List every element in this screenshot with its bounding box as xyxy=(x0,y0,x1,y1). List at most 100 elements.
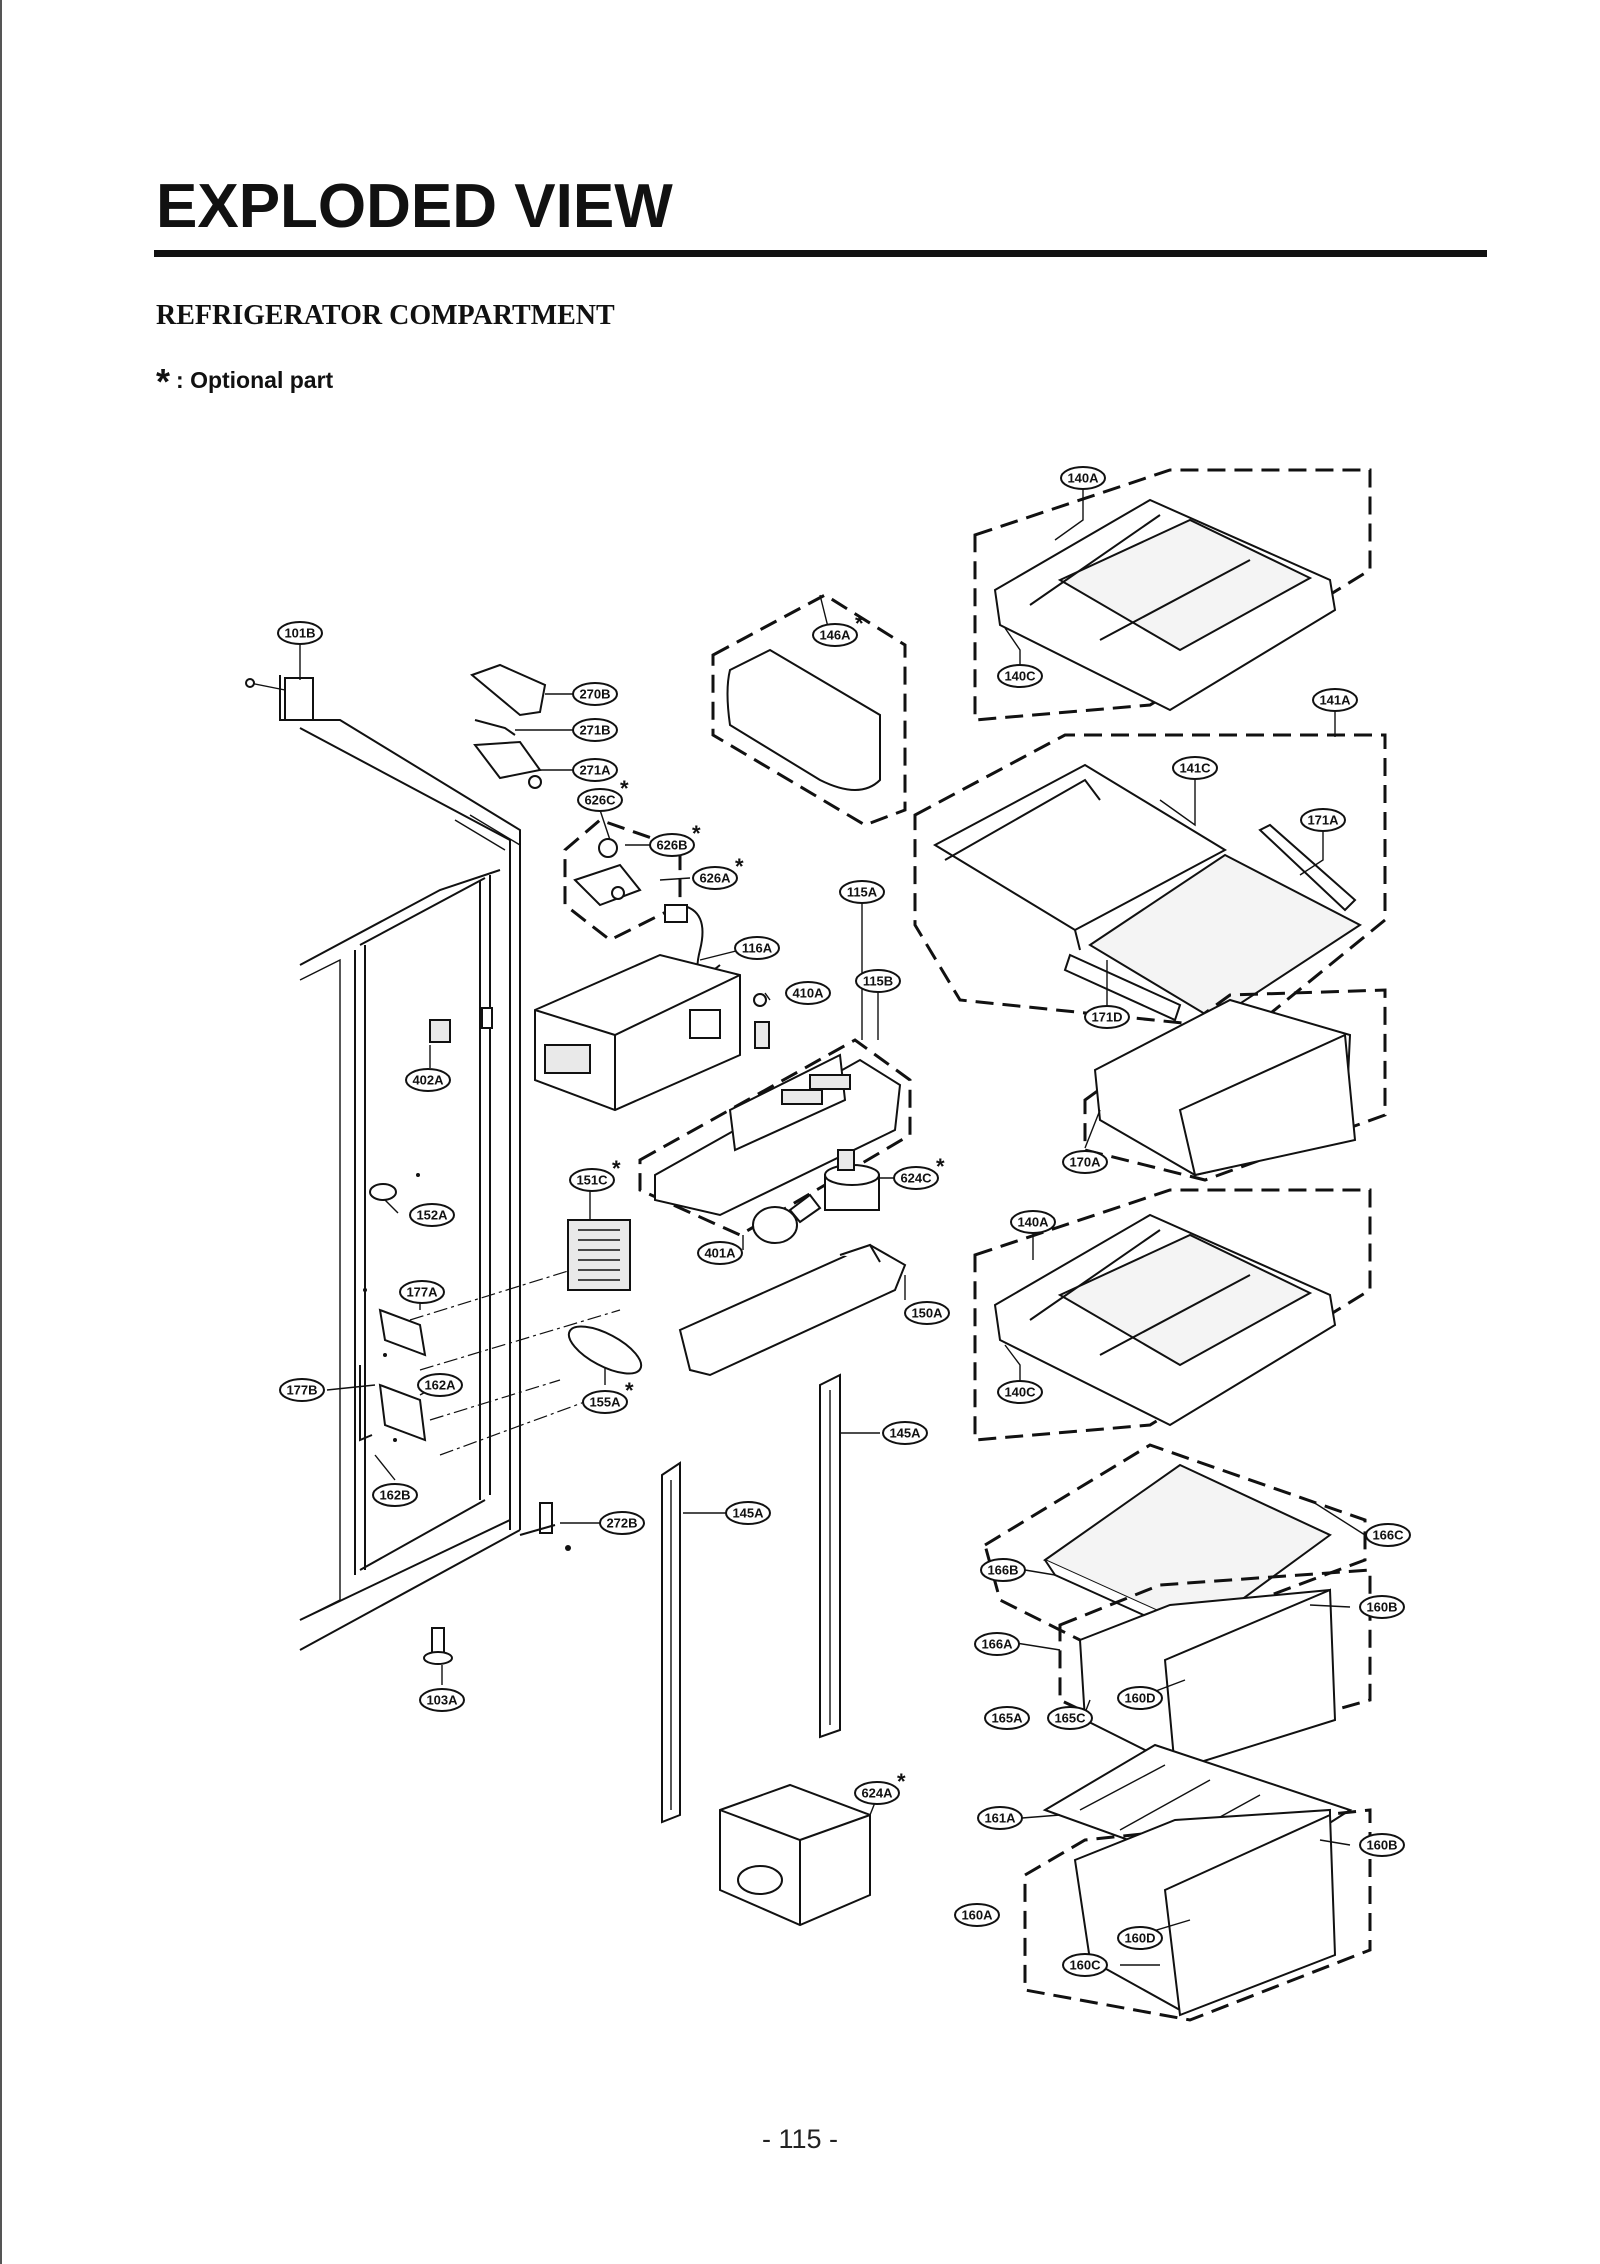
callout-text: 151C xyxy=(576,1173,608,1188)
callout-401a: 401A xyxy=(697,1241,743,1265)
callout-oval xyxy=(1084,1005,1130,1029)
callout-text: 271B xyxy=(579,723,610,738)
callout-160b: 160B xyxy=(1359,1833,1405,1857)
callout-177b: 177B xyxy=(279,1378,325,1402)
optional-part-legend: *: Optional part xyxy=(156,358,334,400)
callout-oval xyxy=(980,1558,1026,1582)
callout-oval xyxy=(409,1203,455,1227)
callout-oval xyxy=(697,1241,743,1265)
callout-text: 160D xyxy=(1124,1691,1155,1706)
callout-text: 160A xyxy=(961,1908,993,1923)
title-rule xyxy=(154,250,1487,257)
callout-165c: 165C xyxy=(1047,1706,1093,1730)
callout-oval xyxy=(854,1781,900,1805)
callout-oval xyxy=(1172,756,1218,780)
callout-145a: 145A xyxy=(882,1421,928,1445)
callout-oval xyxy=(572,718,618,742)
callout-text: 103A xyxy=(426,1693,458,1708)
callout-162a: 162A xyxy=(417,1373,463,1397)
callout-626c: 626C * xyxy=(577,776,629,812)
page-title: EXPLODED VIEW xyxy=(156,172,673,241)
callout-text: 162B xyxy=(379,1488,410,1503)
callout-oval xyxy=(399,1280,445,1304)
callout-text: 140C xyxy=(1004,1385,1036,1400)
callout-oval xyxy=(649,833,695,857)
callout-115a: 115A xyxy=(839,880,885,904)
callout-text: 165C xyxy=(1054,1711,1086,1726)
callout-624a: 624A* xyxy=(854,1769,906,1805)
optional-star: * xyxy=(612,1156,621,1181)
legend-star: * xyxy=(156,361,171,402)
callout-text: 166A xyxy=(981,1637,1013,1652)
callout-text: 624A xyxy=(861,1786,893,1801)
callout-oval xyxy=(1010,1210,1056,1234)
callout-271a: 271A xyxy=(572,758,618,782)
callout-oval xyxy=(812,623,858,647)
callout-text: 270B xyxy=(579,687,610,702)
callout-oval xyxy=(572,758,618,782)
callout-text: 140C xyxy=(1004,669,1036,684)
callout-text: 626B xyxy=(656,838,687,853)
callout-161a: 161A xyxy=(977,1806,1023,1830)
callout-text: 141C xyxy=(1179,761,1211,776)
callout-text: 177A xyxy=(406,1285,438,1300)
callout-151c: 151C * xyxy=(569,1156,621,1192)
callout-140a: 140A xyxy=(1060,466,1106,490)
callout-text: 626C xyxy=(584,793,616,808)
callout-141a: 141A xyxy=(1312,688,1358,712)
callout-116a: 116A xyxy=(734,936,780,960)
callout-text: 145A xyxy=(889,1426,921,1441)
optional-star: * xyxy=(855,611,864,636)
callout-oval xyxy=(904,1301,950,1325)
optional-star: * xyxy=(692,821,701,846)
optional-star: * xyxy=(625,1378,634,1403)
callout-text: 145A xyxy=(732,1506,764,1521)
callout-text: 272B xyxy=(606,1516,637,1531)
center-top-parts xyxy=(470,593,912,1927)
callout-oval xyxy=(1365,1523,1411,1547)
callout-101b: 101B xyxy=(277,621,323,645)
callout-152a: 152A xyxy=(409,1203,455,1227)
callout-text: 166C xyxy=(1372,1528,1404,1543)
callout-text: 150A xyxy=(911,1306,943,1321)
callout-oval xyxy=(882,1421,928,1445)
callout-166a: 166A xyxy=(974,1632,1020,1656)
callout-text: 166B xyxy=(987,1563,1018,1578)
right-shelves-drawers xyxy=(913,468,1387,2022)
callout-oval xyxy=(419,1688,465,1712)
callout-oval xyxy=(839,880,885,904)
callout-oval xyxy=(1359,1833,1405,1857)
legend-text: : Optional part xyxy=(176,367,334,393)
callout-626a: 626A* xyxy=(692,854,744,890)
callout-170a: 170A xyxy=(1062,1150,1108,1174)
callout-text: 115B xyxy=(863,974,893,989)
callout-oval xyxy=(984,1706,1030,1730)
callout-oval xyxy=(974,1632,1020,1656)
callout-oval xyxy=(372,1483,418,1507)
callout-oval xyxy=(1359,1595,1405,1619)
callout-160a: 160A xyxy=(954,1903,1000,1927)
callout-624c: 624C* xyxy=(893,1154,945,1190)
callout-160c: 160C xyxy=(1062,1953,1108,1977)
callout-oval xyxy=(417,1373,463,1397)
callout-oval xyxy=(855,969,901,993)
callout-oval xyxy=(954,1903,1000,1927)
callout-text: 155A xyxy=(589,1395,621,1410)
callout-160d: 160D xyxy=(1117,1926,1163,1950)
callout-oval xyxy=(1047,1706,1093,1730)
callout-146a: 146A* xyxy=(812,611,864,647)
callout-140c: 140C xyxy=(997,664,1043,688)
optional-star: * xyxy=(620,776,629,801)
callout-oval xyxy=(577,788,623,812)
callout-oval xyxy=(405,1068,451,1092)
page-edge-line xyxy=(0,0,2,2264)
callout-text: 152A xyxy=(416,1208,448,1223)
callout-text: 624C xyxy=(900,1171,932,1186)
callout-oval xyxy=(572,682,618,706)
callout-oval xyxy=(734,936,780,960)
callout-oval xyxy=(977,1806,1023,1830)
callout-text: 177B xyxy=(286,1383,317,1398)
optional-star: * xyxy=(735,854,744,879)
